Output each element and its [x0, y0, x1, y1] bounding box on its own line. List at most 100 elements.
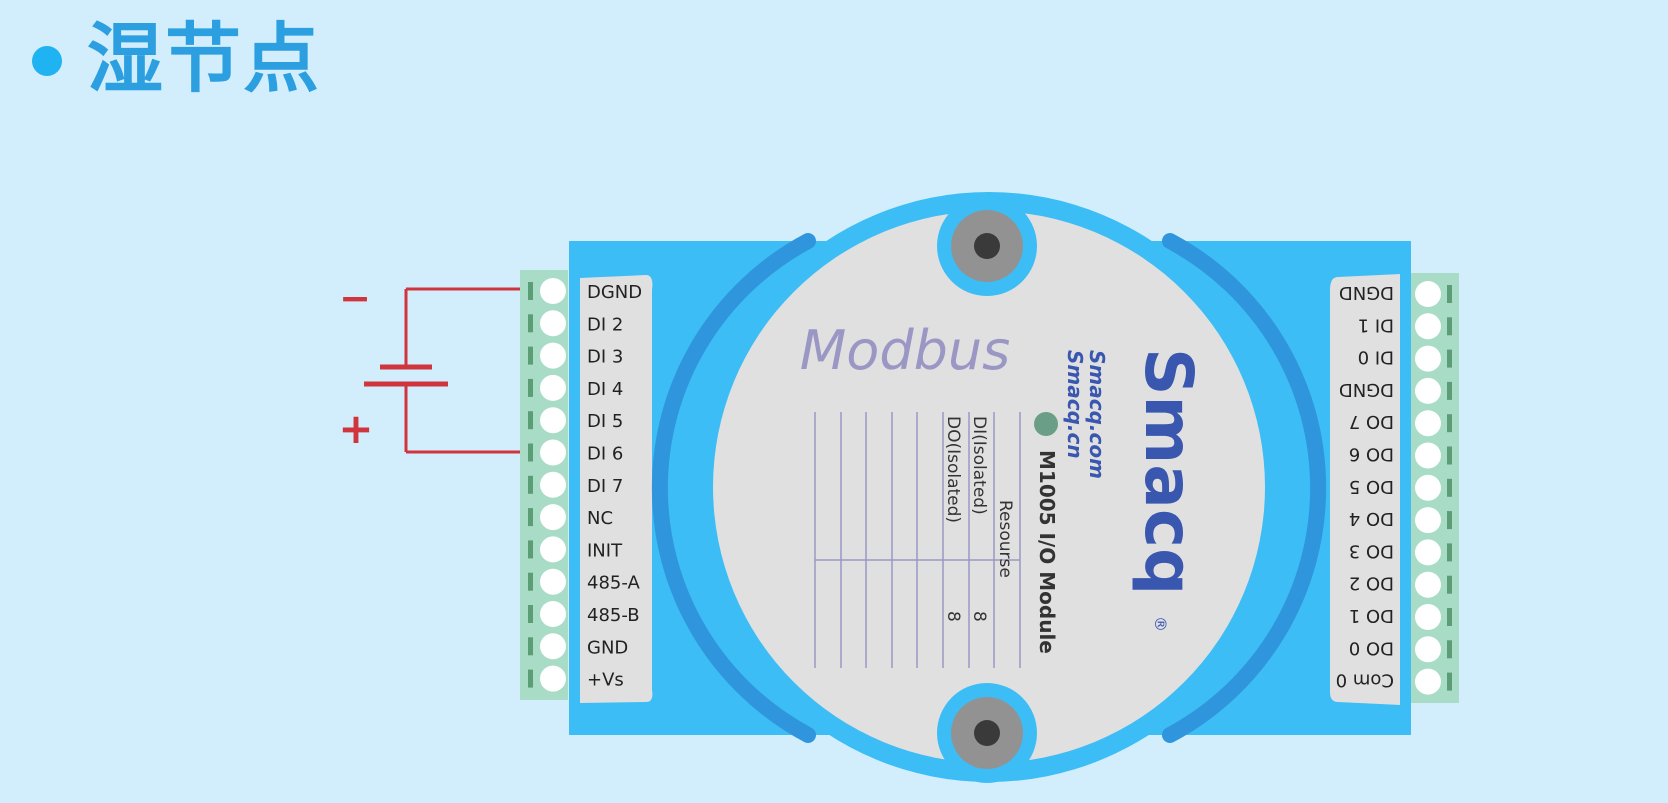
- modbus-label: Modbus: [800, 319, 1011, 382]
- terminal-label: DO 6: [1349, 444, 1394, 465]
- website-cn: Smacq.cn: [1063, 350, 1087, 459]
- terminal-screw-icon: [1415, 410, 1441, 437]
- brand-logo: Smacq: [1130, 348, 1207, 595]
- terminal-label: +Vs: [587, 670, 624, 691]
- terminal-label: DGND: [587, 282, 642, 303]
- page-title: 湿节点: [87, 14, 321, 103]
- terminal-marker: [528, 540, 533, 559]
- module-face: [713, 211, 1265, 763]
- terminal-marker: [1447, 317, 1452, 336]
- terminal-label: DI 5: [587, 411, 623, 432]
- left-label-strip: [580, 275, 653, 703]
- terminal-label: DO 7: [1349, 411, 1394, 432]
- terminal-label: DO 0: [1349, 637, 1394, 658]
- terminal-label: DI 7: [587, 476, 623, 497]
- terminal-screw-icon: [540, 342, 566, 369]
- terminal-screw-icon: [540, 439, 566, 466]
- terminal-marker: [528, 346, 533, 365]
- terminal-screw-icon: [1415, 313, 1441, 340]
- terminal-label: DGND: [1339, 379, 1394, 400]
- terminal-screw-icon: [540, 536, 566, 563]
- terminal-label: DO 1: [1349, 605, 1394, 626]
- right-label-strip: [1330, 274, 1400, 705]
- terminal-screw-icon: [1415, 571, 1441, 598]
- terminal-screw-icon: [540, 407, 566, 434]
- terminal-label: GND: [587, 637, 628, 658]
- terminal-screw-icon: [1415, 442, 1441, 469]
- terminal-marker: [528, 443, 533, 462]
- terminal-marker: [528, 669, 533, 688]
- terminal-label: DGND: [1339, 282, 1394, 303]
- terminal-screw-icon: [540, 471, 566, 498]
- terminal-label: 485-A: [587, 573, 640, 594]
- terminal-marker: [1447, 543, 1452, 562]
- terminal-label: DI 2: [587, 314, 623, 335]
- terminal-marker: [1447, 478, 1452, 497]
- resource-count: 8: [943, 611, 963, 622]
- right-arc: [1162, 233, 1327, 743]
- terminal-marker: [528, 572, 533, 591]
- terminal-label: DO 3: [1349, 540, 1394, 561]
- resource-count: 8: [969, 611, 989, 622]
- terminal-marker: [528, 508, 533, 527]
- registered-mark: ®: [1151, 616, 1170, 632]
- terminal-label: DI 6: [587, 444, 623, 465]
- terminal-label: 485-B: [587, 605, 640, 626]
- terminal-label: DI 1: [1358, 314, 1394, 335]
- terminal-label: DI 3: [587, 347, 623, 368]
- terminal-label: DO 2: [1349, 573, 1394, 594]
- battery-circuit: − +: [338, 276, 520, 454]
- terminal-label: Com 0: [1336, 670, 1394, 691]
- terminal-screw-icon: [1415, 668, 1441, 695]
- terminal-screw-icon: [540, 568, 566, 595]
- terminal-label: DO 5: [1349, 476, 1394, 497]
- terminal-screw-icon: [540, 278, 566, 304]
- left-arc: [651, 233, 816, 743]
- bullet-dot-icon: [32, 46, 62, 76]
- terminal-screw-icon: [540, 665, 566, 692]
- plus-sign: +: [338, 404, 373, 453]
- terminal-marker: [1447, 640, 1452, 659]
- terminal-label: DI 0: [1358, 347, 1394, 368]
- minus-sign: −: [339, 276, 371, 320]
- terminal-marker: [528, 637, 533, 656]
- terminal-marker: [1447, 414, 1452, 433]
- terminal-screw-icon: [540, 504, 566, 531]
- terminal-marker: [528, 314, 533, 333]
- terminal-screw-icon: [1415, 377, 1441, 404]
- terminal-marker: [1447, 511, 1452, 530]
- terminal-label: INIT: [587, 540, 623, 561]
- terminal-marker: [1447, 446, 1452, 465]
- model-name: M1005 I/O Module: [1035, 450, 1059, 654]
- terminal-marker: [528, 411, 533, 430]
- website-com: Smacq.com: [1085, 350, 1109, 479]
- terminal-screw-icon: [540, 601, 566, 627]
- terminal-screw-icon: [1415, 345, 1441, 372]
- resource-name: DI(Isolated): [969, 416, 989, 515]
- io-module: Modbus Smacq ® Smacq.com Smacq.cn M1005 …: [569, 192, 1411, 783]
- terminal-screw-icon: [1415, 539, 1441, 566]
- terminal-marker: [1447, 672, 1452, 691]
- terminal-screw-icon: [1415, 604, 1441, 630]
- terminal-screw-icon: [540, 374, 566, 401]
- terminal-label: DO 4: [1349, 508, 1394, 529]
- terminal-marker: [528, 605, 533, 623]
- right-terminal-labels: DGND DI 1 DI 0 DGND DO 7 DO 6 DO 5 DO 4 DO 3 DO 2…: [1336, 282, 1394, 691]
- terminal-marker: [1447, 349, 1452, 368]
- terminal-marker: [1447, 285, 1452, 303]
- left-terminal-block: [520, 270, 568, 700]
- terminal-screw-icon: [1415, 636, 1441, 663]
- terminal-marker: [528, 475, 533, 494]
- resource-header: Resourse: [995, 500, 1015, 578]
- terminal-marker: [528, 282, 533, 300]
- terminal-screw-icon: [1415, 281, 1441, 307]
- terminal-marker: [1447, 381, 1452, 400]
- terminal-marker: [528, 378, 533, 397]
- resource-table: Resourse DI(Isolated) 8 DO(Isolated) 8: [814, 412, 1021, 668]
- resource-name: DO(Isolated): [943, 416, 963, 523]
- terminal-label: NC: [587, 508, 613, 529]
- terminal-screw-icon: [540, 633, 566, 660]
- terminal-screw-icon: [540, 310, 566, 337]
